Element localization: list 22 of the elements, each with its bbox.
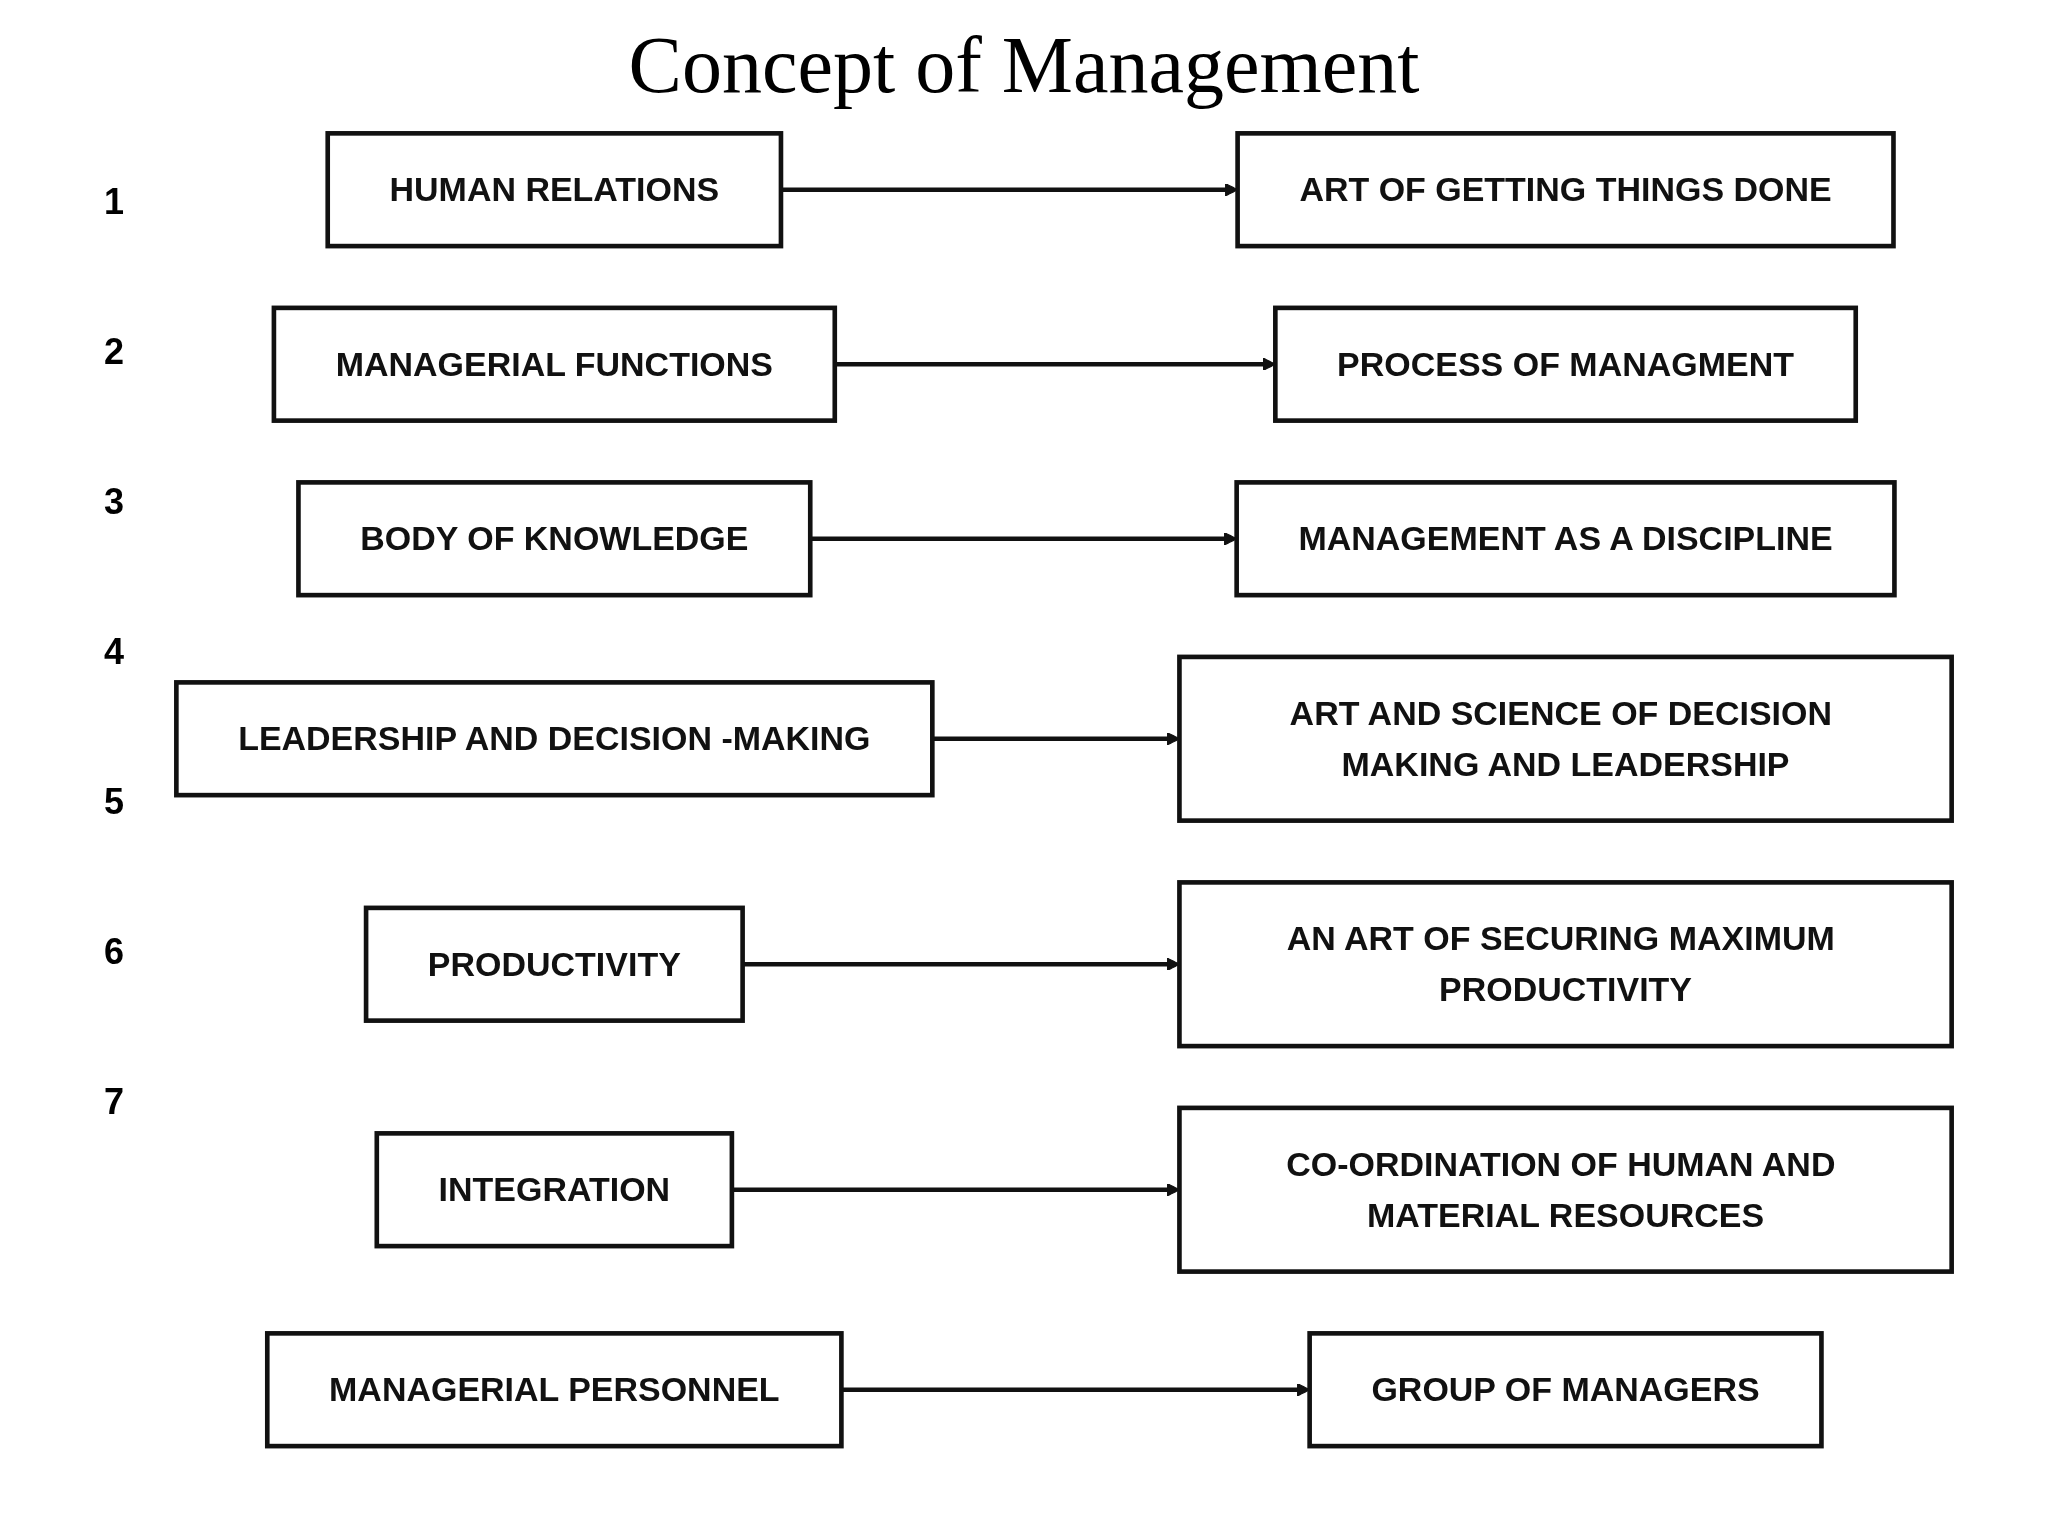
node-box: PROCESS OF MANAGMENT [1273,305,1859,423]
row-number: 1 [104,181,125,223]
node-box: AN ART OF SECURING MAXIMUM PRODUCTIVITY [1177,880,1954,1049]
node-box: INTEGRATION [374,1131,735,1249]
node-box: PRODUCTIVITY [363,905,745,1023]
row-number: 3 [104,481,125,523]
node-box: GROUP OF MANAGERS [1307,1331,1824,1449]
diagram-title: Concept of Management [627,20,1421,111]
node-box: LEADERSHIP AND DECISION -MAKING [174,680,935,798]
node-box: CO-ORDINATION OF HUMAN AND MATERIAL RESOURCES [1177,1105,1954,1274]
node-box: HUMAN RELATIONS [325,131,784,249]
node-box: ART AND SCIENCE OF DECISION MAKING AND LEADERSHIP [1177,654,1954,823]
row-number: 2 [104,331,125,373]
row-number: 6 [104,931,125,973]
node-box: MANAGERIAL FUNCTIONS [271,305,838,423]
node-box: ART OF GETTING THINGS DONE [1235,131,1896,249]
row-number: 4 [104,631,125,673]
node-box: BODY OF KNOWLEDGE [296,480,813,598]
row-number: 5 [104,781,125,823]
row-number: 7 [104,1081,125,1123]
node-box: MANAGERIAL PERSONNEL [264,1331,844,1449]
node-box: MANAGEMENT AS A DISCIPLINE [1234,480,1897,598]
